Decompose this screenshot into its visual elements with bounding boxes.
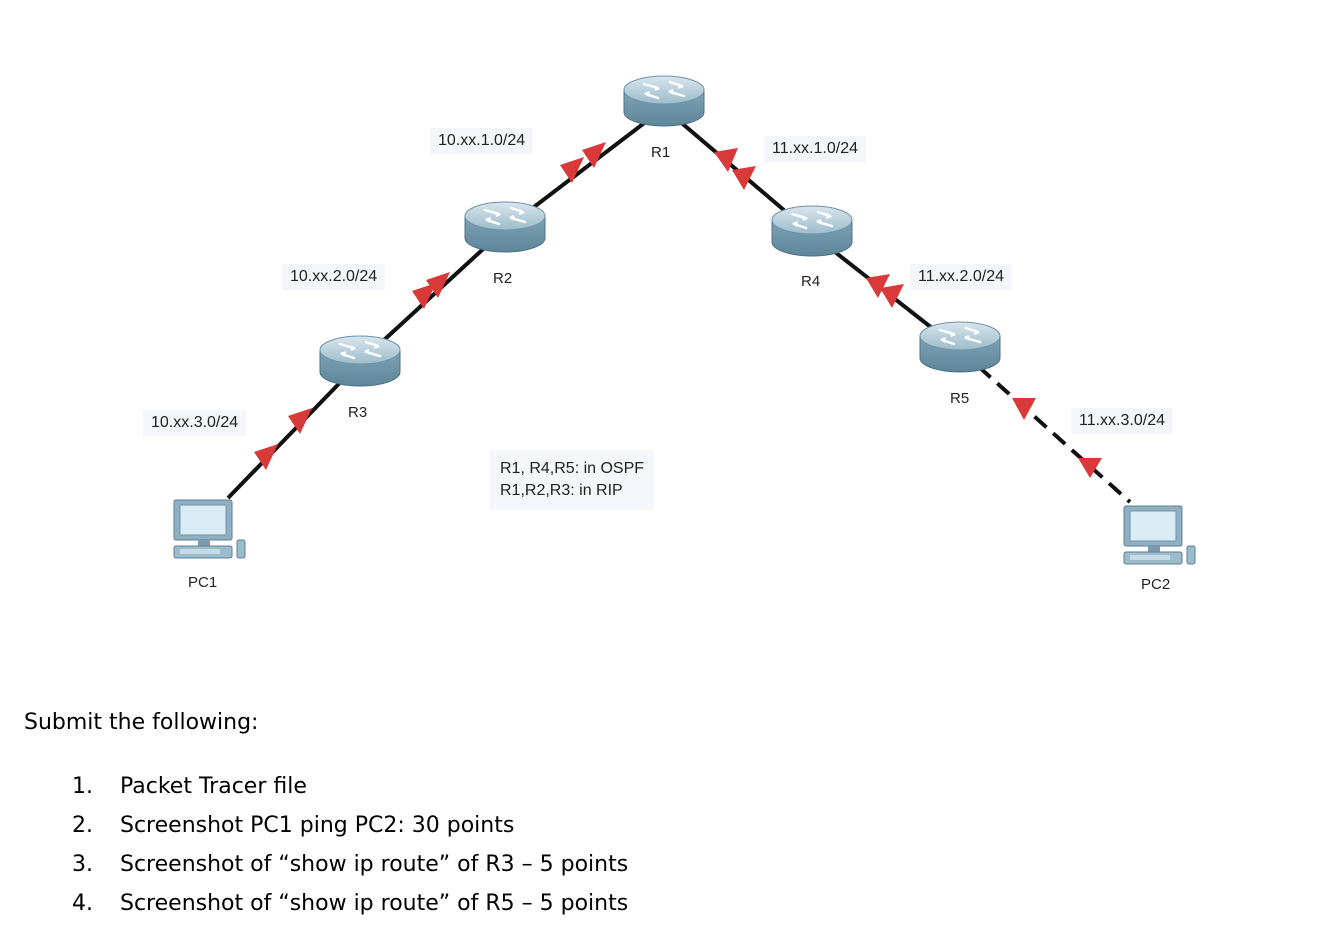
submission-item: 1. Packet Tracer file xyxy=(72,772,628,811)
pc2-label: PC2 xyxy=(1141,576,1171,593)
network-topology-diagram xyxy=(173,74,1196,565)
network-label-11-2: 11.xx.2.0/24 xyxy=(910,264,1012,290)
submission-item: 4. Screenshot of “show ip route” of R5 – … xyxy=(72,889,628,928)
link-status-indicators xyxy=(254,142,1102,478)
router-r3-icon[interactable] xyxy=(318,334,402,388)
item-text: Screenshot of “show ip route” of R5 – 5 … xyxy=(120,891,629,916)
pc1-icon[interactable] xyxy=(173,499,246,559)
router-r5-label: R5 xyxy=(950,390,970,407)
network-label-10-3: 10.xx.3.0/24 xyxy=(143,410,247,436)
submission-item: 3. Screenshot of “show ip route” of R3 – … xyxy=(72,850,628,889)
routing-protocol-note: R1, R4,R5: in OSPF R1,R2,R3: in RIP xyxy=(490,450,655,510)
network-label-10-1: 10.xx.1.0/24 xyxy=(430,128,534,154)
router-r3-label: R3 xyxy=(348,404,368,421)
router-r1-icon[interactable] xyxy=(622,74,706,128)
submission-item: 2. Screenshot PC1 ping PC2: 30 points xyxy=(72,811,628,850)
network-label-10-2: 10.xx.2.0/24 xyxy=(282,264,386,290)
item-number: 2. xyxy=(72,813,93,838)
submission-title: Submit the following: xyxy=(24,710,259,735)
router-r2-label: R2 xyxy=(493,270,513,287)
submission-list: 1. Packet Tracer file 2. Screenshot PC1 pi… xyxy=(72,772,628,928)
pc2-icon[interactable] xyxy=(1123,505,1196,565)
item-text: Screenshot PC1 ping PC2: 30 points xyxy=(120,813,515,838)
item-number: 4. xyxy=(72,891,93,916)
note-line-rip: R1,R2,R3: in RIP xyxy=(500,482,623,499)
router-r5-icon[interactable] xyxy=(918,320,1002,374)
router-r2-icon[interactable] xyxy=(463,200,547,254)
item-text: Packet Tracer file xyxy=(120,774,307,799)
link-r5-pc2 xyxy=(958,348,1132,504)
pc1-label: PC1 xyxy=(188,574,218,591)
link-r3-pc1 xyxy=(226,360,362,500)
note-line-ospf: R1, R4,R5: in OSPF xyxy=(500,460,645,477)
item-text: Screenshot of “show ip route” of R3 – 5 … xyxy=(120,852,629,877)
item-number: 3. xyxy=(72,852,93,877)
router-r4-icon[interactable] xyxy=(770,204,854,258)
router-r1-label: R1 xyxy=(651,144,671,161)
item-number: 1. xyxy=(72,774,93,799)
router-r4-label: R4 xyxy=(801,273,821,290)
network-label-11-3: 11.xx.3.0/24 xyxy=(1071,408,1173,434)
network-label-11-1: 11.xx.1.0/24 xyxy=(764,136,866,162)
